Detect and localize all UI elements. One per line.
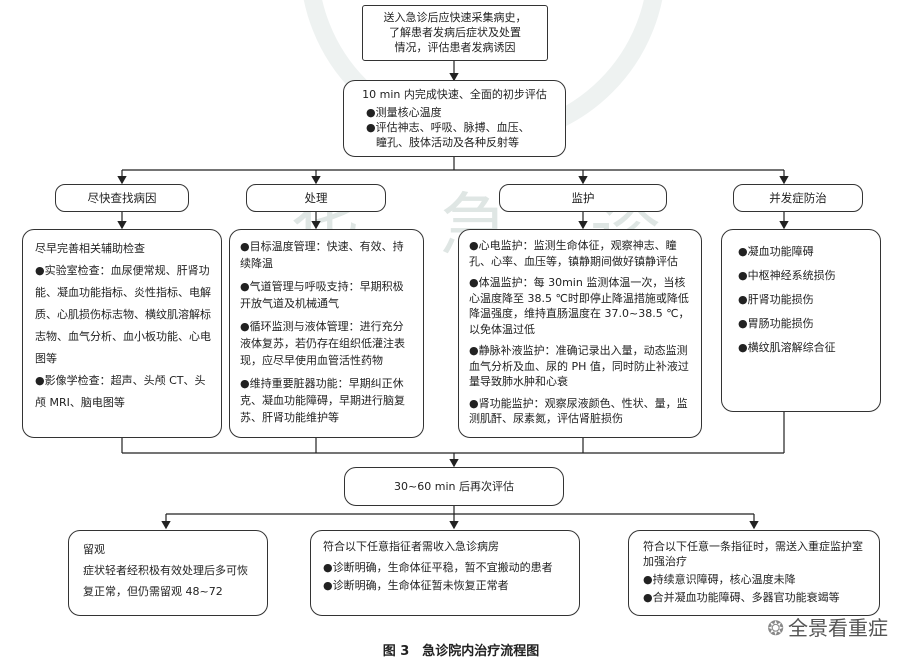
complication-item: ●凝血功能障碍 bbox=[738, 245, 814, 258]
outcome-observation-text: 症状轻者经积极有效处理后多可恢复正常，但仍需留观 48~72 bbox=[83, 564, 248, 598]
monitoring-fluids: ●静脉补液监护：准确记录出入量，动态监测血气分析及血、尿的 PH 值，同时防止补… bbox=[469, 344, 689, 388]
treatment-temperature: ●目标温度管理：快速、有效、持续降温 bbox=[240, 240, 404, 270]
initial-evaluation-item: 瞳孔、肢体活动及各种反射等 bbox=[376, 136, 519, 149]
initial-evaluation-item: ●评估神志、呼吸、脉搏、血压、 bbox=[366, 121, 530, 134]
brand-text: 全景看重症 bbox=[788, 616, 888, 640]
branch-header-complications: 并发症防治 bbox=[733, 184, 863, 212]
monitoring-box: ●心电监护：监测生命体征，观察神志、瞳孔、心率、血压等，镇静期间做好镇静评估 ●… bbox=[458, 229, 702, 438]
outcome-observation-box: 留观 症状轻者经积极有效处理后多可恢复正常，但仍需留观 48~72 bbox=[68, 530, 268, 616]
treatment-box: ●目标温度管理：快速、有效、持续降温 ●气道管理与呼吸支持：早期积极开放气道及机… bbox=[229, 229, 424, 438]
figure-caption: 图 3 急诊院内治疗流程图 bbox=[382, 644, 540, 659]
find-cause-imaging: ●影像学检查：超声、头颅 CT、头颅 MRI、脑电图等 bbox=[35, 374, 206, 409]
initial-evaluation-item: ●测量核心温度 bbox=[366, 106, 442, 119]
monitoring-ecg: ●心电监护：监测生命体征，观察神志、瞳孔、心率、血压等，镇静期间做好镇静评估 bbox=[469, 239, 678, 268]
complication-item: ●胃肠功能损伤 bbox=[738, 317, 814, 330]
outcome-observation-title: 留观 bbox=[83, 543, 105, 556]
outcome-ward-item: ●诊断明确，生命体征平稳，暂不宜搬动的患者 bbox=[323, 561, 553, 574]
complication-item: ●横纹肌溶解综合征 bbox=[738, 341, 836, 354]
treatment-circulation: ●循环监测与液体管理：进行充分液体复苏，若仍存在组织低灌注表现，应尽早使用血管活… bbox=[240, 320, 405, 367]
branch-header-find-cause: 尽快查找病因 bbox=[55, 184, 189, 212]
outcome-icu-item: ●合并凝血功能障碍、多器官功能衰竭等 bbox=[643, 591, 840, 604]
find-cause-text: 尽早完善相关辅助检查 bbox=[35, 242, 145, 255]
complication-item: ●肝肾功能损伤 bbox=[738, 293, 814, 306]
history-line-1: 送入急诊后应快速采集病史， bbox=[383, 11, 527, 24]
wechat-icon: ❂ bbox=[767, 616, 784, 640]
outcome-ward-item: ●诊断明确，生命体征暂未恢复正常者 bbox=[323, 579, 509, 592]
outcome-ward-title: 符合以下任意指征者需收入急诊病房 bbox=[323, 540, 499, 553]
outcome-icu-title: 符合以下任意一条指征时，需送入重症监护室加强治疗 bbox=[643, 540, 863, 568]
outcome-icu-item: ●持续意识障碍，核心温度未降 bbox=[643, 573, 796, 586]
re-evaluation-box: 30~60 min 后再次评估 bbox=[344, 467, 564, 506]
history-line-3: 情况，评估患者发病诱因 bbox=[394, 41, 516, 54]
monitoring-renal: ●肾功能监护：观察尿液颜色、性状、量，监测肌酐、尿素氮，评估肾脏损伤 bbox=[469, 396, 688, 426]
branch-header-treatment: 处理 bbox=[246, 184, 386, 212]
re-evaluation-title: 30~60 min 后再次评估 bbox=[394, 480, 514, 493]
treatment-organ-support: ●维持重要脏器功能：早期纠正休克、凝血功能障碍，早期进行脑复苏、肝肾功能维护等 bbox=[240, 377, 405, 424]
monitoring-temperature: ●体温监护：每 30min 监测体温一次，当核心温度降至 38.5 ℃时即停止降… bbox=[469, 276, 690, 336]
treatment-airway: ●气道管理与呼吸支持：早期积极开放气道及机械通气 bbox=[240, 280, 404, 310]
initial-evaluation-title: 10 min 内完成快速、全面的初步评估 bbox=[362, 88, 547, 101]
history-collection-box: 送入急诊后应快速采集病史， 了解患者发病后症状及处置 情况，评估患者发病诱因 bbox=[362, 5, 548, 61]
history-line-2: 了解患者发病后症状及处置 bbox=[389, 26, 521, 39]
outcome-ward-box: 符合以下任意指征者需收入急诊病房 ●诊断明确，生命体征平稳，暂不宜搬动的患者 ●… bbox=[310, 530, 580, 616]
brand-watermark: ❂全景看重症 bbox=[767, 612, 888, 641]
initial-evaluation-box: 10 min 内完成快速、全面的初步评估 ●测量核心温度 ●评估神志、呼吸、脉搏… bbox=[343, 80, 566, 157]
branch-header-monitoring: 监护 bbox=[499, 184, 667, 212]
complication-item: ●中枢神经系统损伤 bbox=[738, 269, 836, 282]
complications-box: ●凝血功能障碍 ●中枢神经系统损伤 ●肝肾功能损伤 ●胃肠功能损伤 ●横纹肌溶解… bbox=[721, 229, 881, 412]
find-cause-lab-tests: ●实验室检查：血尿便常规、肝肾功能、凝血功能指标、炎性指标、电解质、心肌损伤标志… bbox=[35, 264, 211, 365]
outcome-icu-box: 符合以下任意一条指征时，需送入重症监护室加强治疗 ●持续意识障碍，核心温度未降 … bbox=[628, 530, 880, 616]
find-cause-box: 尽早完善相关辅助检查 ●实验室检查：血尿便常规、肝肾功能、凝血功能指标、炎性指标… bbox=[22, 229, 222, 438]
